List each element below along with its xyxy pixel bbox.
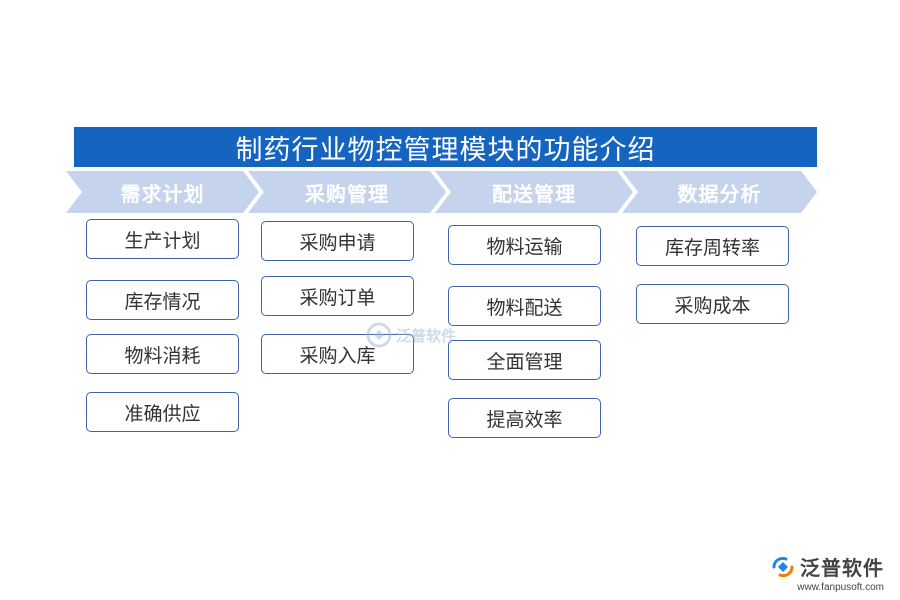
item-material-consumption: 物料消耗 [86,334,239,374]
header-distribution: 配送管理 [435,171,633,213]
item-overall-management: 全面管理 [448,340,601,380]
brand-name: 泛普软件 [800,556,884,580]
item-material-transport: 物料运输 [448,225,601,265]
item-inventory-turnover: 库存周转率 [636,226,789,266]
diagram-title: 制药行业物控管理模块的功能介绍 [74,127,817,167]
item-purchase-receipt: 采购入库 [261,334,414,374]
header-data-analysis: 数据分析 [622,171,817,213]
header-procurement: 采购管理 [248,171,446,213]
item-improve-efficiency: 提高效率 [448,398,601,438]
header-demand-planning: 需求计划 [66,171,259,213]
item-purchase-order: 采购订单 [261,276,414,316]
brand-logo: 泛普软件 www.fanpusoft.com [770,552,884,593]
brand-logo-icon [772,556,794,577]
item-purchase-request: 采购申请 [261,221,414,261]
brand-url: www.fanpusoft.com [797,582,884,593]
item-production-plan: 生产计划 [86,219,239,259]
item-purchase-cost: 采购成本 [636,284,789,324]
item-accurate-supply: 准确供应 [86,392,239,432]
item-inventory-status: 库存情况 [86,280,239,320]
item-material-delivery: 物料配送 [448,286,601,326]
